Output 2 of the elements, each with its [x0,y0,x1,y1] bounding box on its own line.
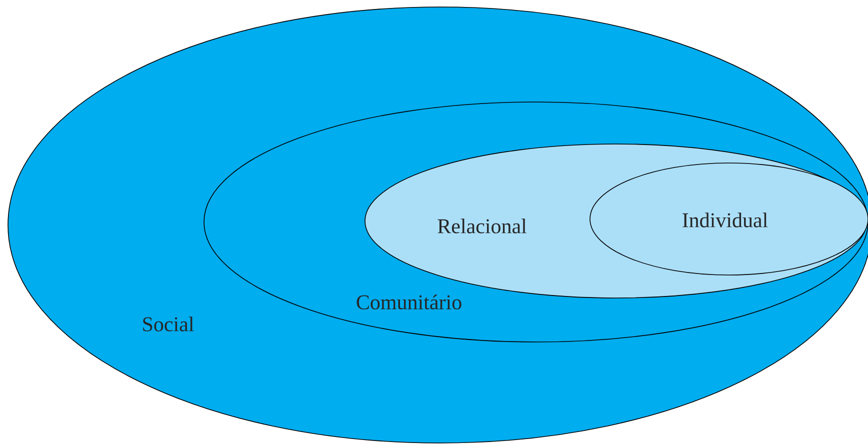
node-label: Individual [682,212,768,228]
ellipse-region: Individual [590,162,868,276]
